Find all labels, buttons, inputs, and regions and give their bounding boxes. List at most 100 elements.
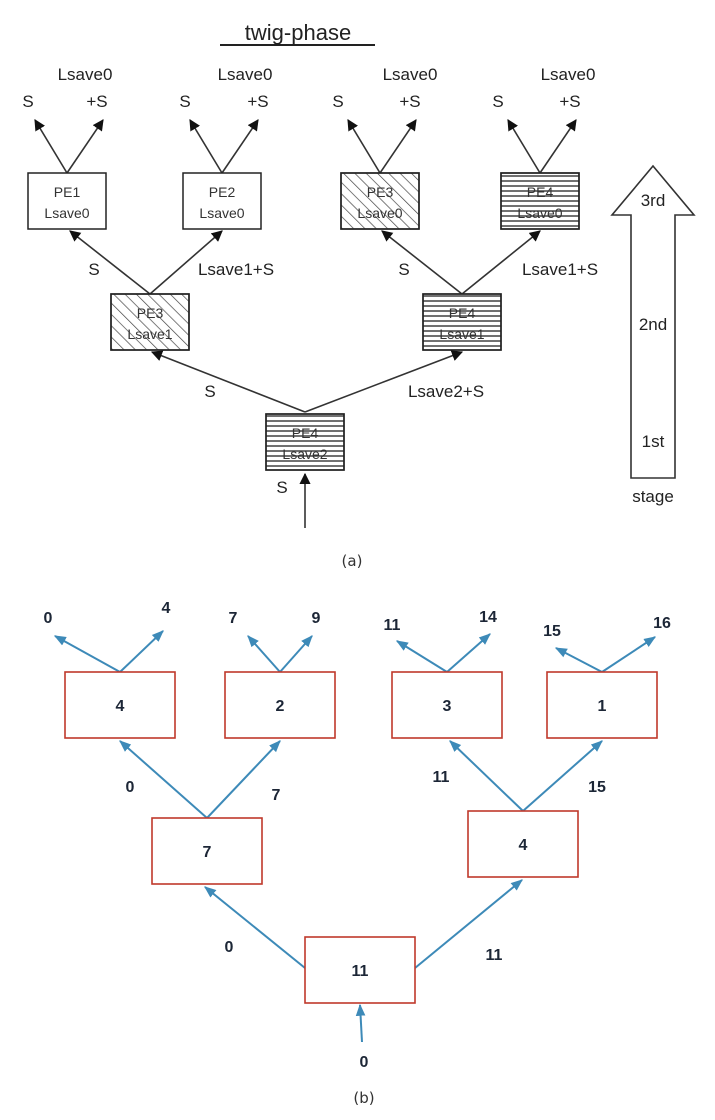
arrow-root-left <box>150 350 306 413</box>
arrow-leaf1-left <box>34 119 68 174</box>
arrow-b-leaf4-left <box>554 647 603 673</box>
root-box-pe4: PE4 Lsave2 <box>265 413 345 471</box>
top-label-1-plus: +S <box>86 92 107 111</box>
arrow-leaf4-right <box>539 119 577 174</box>
arrow-leaf1-right <box>66 119 104 174</box>
arrow-leaf3-left <box>347 119 381 174</box>
top-label-2-s: S <box>179 92 190 111</box>
root-s-label: S <box>204 382 215 401</box>
leaf-box-b-1: 4 <box>64 671 176 739</box>
mid-box-b-2-value: 4 <box>519 837 528 854</box>
panel-a-title: twig-phase <box>245 20 351 45</box>
leaf-box-pe4: PE4 Lsave0 <box>500 172 580 230</box>
panel-b: 0 4 7 9 11 14 15 16 4 2 3 <box>44 600 671 1107</box>
leaf-box-b-4: 1 <box>546 671 658 739</box>
top-label-3-plus: +S <box>399 92 420 111</box>
panel-a: twig-phase Lsave0 S +S Lsave0 S +S Lsave… <box>22 20 696 570</box>
leaf-boxes-b: 4 2 3 1 <box>64 671 658 739</box>
input-b-label: 0 <box>360 1054 369 1071</box>
mid-box-pe4-mem: Lsave1 <box>439 326 484 342</box>
arrow-b-leaf3-right <box>446 633 491 673</box>
root-right-label: 11 <box>486 947 503 964</box>
mid-right-plus-label: Lsave1+S <box>522 260 598 279</box>
mid-box-pe3: PE3 Lsave1 <box>110 293 190 351</box>
arrow-mid1-right <box>149 230 223 295</box>
root-arrows-b <box>204 879 523 1043</box>
root-box-b: 11 <box>304 936 416 1004</box>
leaf4-out-right: 16 <box>653 615 671 632</box>
stage-label-2nd: 2nd <box>639 315 667 334</box>
arrow-root-right <box>304 350 464 413</box>
top-label-3-s: S <box>332 92 343 111</box>
arrow-b-leaf1-left <box>53 635 121 673</box>
leaf3-out-right: 14 <box>479 609 497 626</box>
arrow-b-leaf4-right <box>601 636 657 673</box>
mid-box-pe4: PE4 Lsave1 <box>422 293 502 351</box>
leaf-box-b-2-value: 2 <box>276 698 285 715</box>
mid2-right-label: 15 <box>588 779 606 796</box>
leaf-box-pe2: PE2 Lsave0 <box>182 172 262 230</box>
root-box-b-value: 11 <box>352 963 369 980</box>
leaf-box-b-1-value: 4 <box>116 698 125 715</box>
arrow-b-root-left <box>204 886 306 969</box>
arrow-b-leaf2-right <box>279 635 313 673</box>
stage-arrow: 3rd 2nd 1st stage <box>610 164 696 506</box>
mid1-right-label: 7 <box>272 787 281 804</box>
leaf-box-b-3: 3 <box>391 671 503 739</box>
arrow-b-leaf3-left <box>395 640 448 673</box>
arrow-mid2-right <box>461 230 541 295</box>
top-label-4-lsave: Lsave0 <box>541 65 596 84</box>
arrow-leaf2-left <box>189 119 223 174</box>
mid-box-b-2: 4 <box>467 810 579 878</box>
leaf-box-pe1: PE1 Lsave0 <box>27 172 107 230</box>
leaf-output-arrows <box>34 119 577 174</box>
arrow-leaf2-right <box>221 119 259 174</box>
arrow-b-mid1-left <box>119 740 208 819</box>
arrow-b-mid2-left <box>449 740 524 812</box>
mid-right-s-label: S <box>398 260 409 279</box>
root-box-pe4-id: PE4 <box>292 425 319 441</box>
arrow-b-mid1-right <box>206 740 281 819</box>
top-label-3-lsave: Lsave0 <box>383 65 438 84</box>
leaf1-out-left: 0 <box>44 610 53 627</box>
mid-box-b-1: 7 <box>151 817 263 885</box>
top-label-4-plus: +S <box>559 92 580 111</box>
top-label-1-lsave: Lsave0 <box>58 65 113 84</box>
leaf2-out-left: 7 <box>229 610 238 627</box>
caption-a: (a) <box>342 552 363 570</box>
leaf-box-pe2-id: PE2 <box>209 184 236 200</box>
arrow-b-leaf1-right <box>119 630 164 673</box>
leaf-box-pe3: PE3 Lsave0 <box>340 172 420 230</box>
stage-label-1st: 1st <box>642 432 665 451</box>
top-label-2-lsave: Lsave0 <box>218 65 273 84</box>
arrow-leaf4-left <box>507 119 541 174</box>
leaf-box-b-2: 2 <box>224 671 336 739</box>
caption-b: (b) <box>353 1089 374 1107</box>
arrow-mid1-left <box>69 230 151 295</box>
mid-box-pe3-id: PE3 <box>137 305 164 321</box>
mid1-left-label: 0 <box>126 779 135 796</box>
mid-arrows-b <box>119 740 603 819</box>
root-box-pe4-mem: Lsave2 <box>282 446 327 462</box>
mid-arrows-a <box>69 230 541 295</box>
arrow-b-root-right <box>414 879 523 969</box>
arrow-b-leaf2-left <box>247 635 281 673</box>
arrow-b-mid2-right <box>522 740 603 812</box>
leaf-box-b-3-value: 3 <box>443 698 452 715</box>
leaf-box-pe3-mem: Lsave0 <box>357 205 402 221</box>
root-arrows-a <box>150 350 464 528</box>
top-label-4-s: S <box>492 92 503 111</box>
mid-left-s-label: S <box>88 260 99 279</box>
leaf4-out-left: 15 <box>543 623 561 640</box>
leaf-box-pe4-mem: Lsave0 <box>517 205 562 221</box>
mid-box-pe3-mem: Lsave1 <box>127 326 172 342</box>
top-label-2-plus: +S <box>247 92 268 111</box>
leaf-output-arrows-b <box>53 630 657 673</box>
leaf3-out-left: 11 <box>384 617 401 634</box>
leaf-box-pe1-id: PE1 <box>54 184 81 200</box>
top-labels: Lsave0 S +S Lsave0 S +S Lsave0 S +S Lsav… <box>22 65 595 111</box>
top-label-1-s: S <box>22 92 33 111</box>
root-left-label: 0 <box>225 939 234 956</box>
mid2-left-label: 11 <box>433 769 450 786</box>
